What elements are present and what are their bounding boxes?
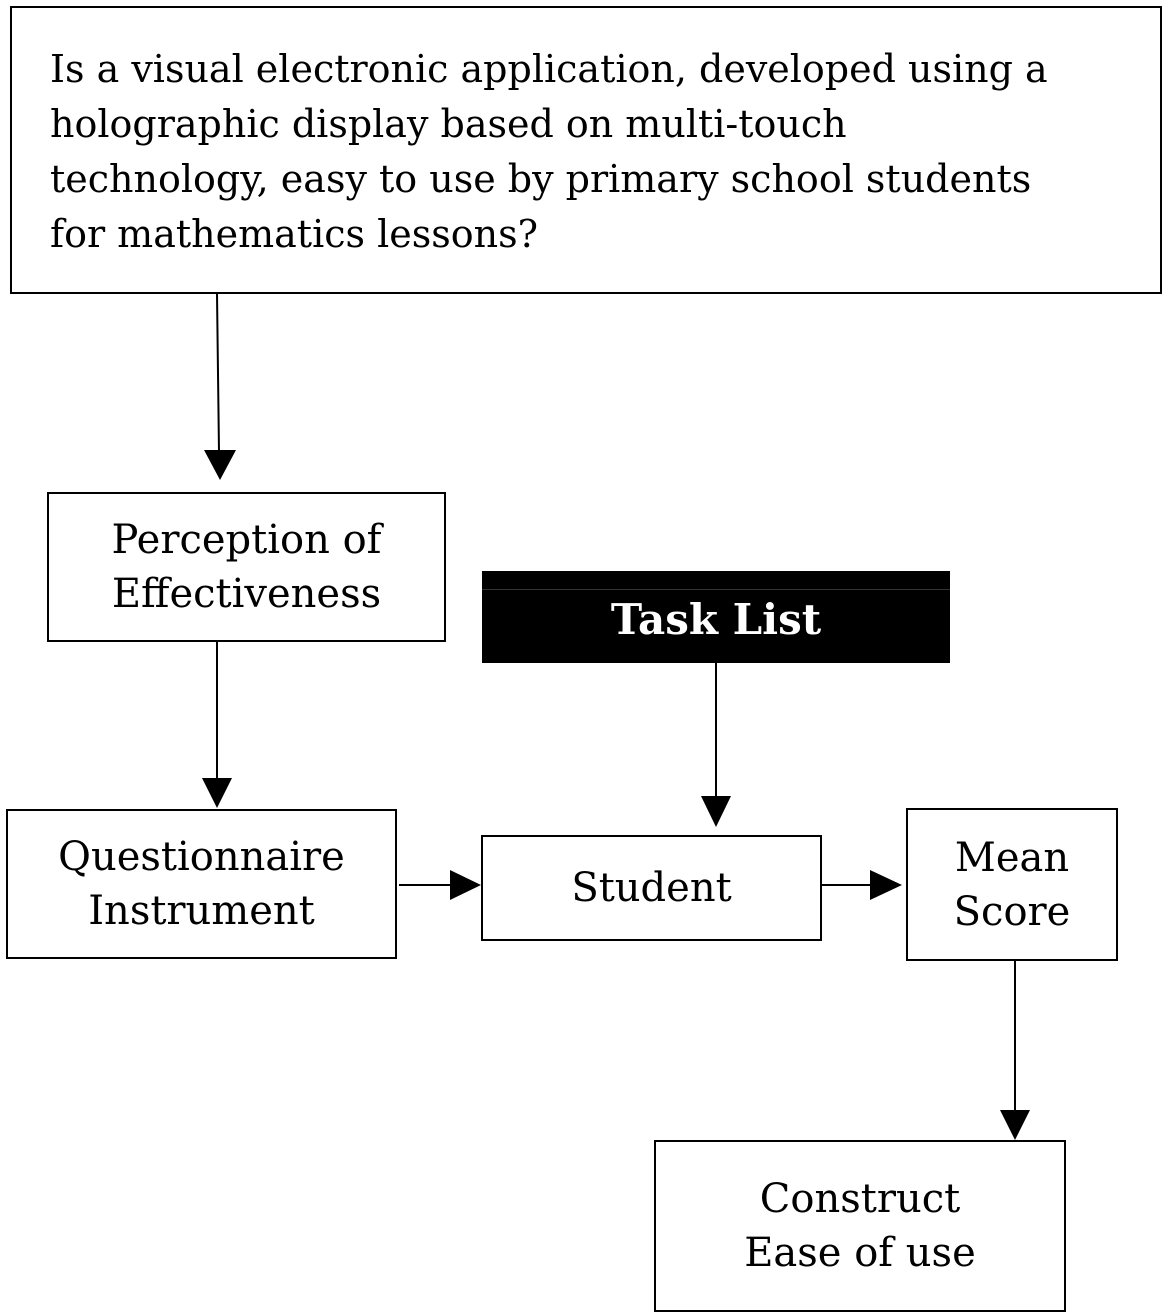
question-line: Is a visual electronic application, deve… <box>50 47 1048 91</box>
arrowhead-mean-to-construct <box>1000 1110 1030 1140</box>
mean-score-label-line: Mean <box>954 834 1070 881</box>
perception-label-line: Effectiveness <box>111 571 382 617</box>
arrowhead-question-to-perception <box>204 450 236 480</box>
arrowhead-student-to-mean <box>870 870 902 900</box>
mean-score-label-line: Score <box>953 888 1071 935</box>
perception-label-line: Perception of <box>111 517 382 563</box>
arrow-question-to-perception <box>216 293 220 453</box>
construct-ease-of-use-box: Construct Ease of use <box>654 1140 1066 1312</box>
task-list-rule <box>482 589 950 590</box>
question-line: holographic display based on multi-touch <box>50 102 847 146</box>
task-list-label: Task List <box>610 595 822 644</box>
task-list-box: Task List <box>482 571 950 663</box>
construct-label-line: Construct <box>759 1176 961 1222</box>
research-question-box: Is a visual electronic application, deve… <box>10 6 1162 294</box>
arrowhead-task-to-student <box>701 796 731 827</box>
questionnaire-label-line: Instrument <box>88 888 315 934</box>
question-line: technology, easy to use by primary schoo… <box>50 157 1032 201</box>
student-box: Student <box>481 835 822 941</box>
questionnaire-label-line: Questionnaire <box>58 834 345 880</box>
arrowhead-questionnaire-to-student <box>450 870 481 900</box>
construct-label-line: Ease of use <box>744 1230 976 1276</box>
perception-of-effectiveness-box: Perception of Effectiveness <box>47 492 446 642</box>
question-line: for mathematics lessons? <box>50 212 538 256</box>
mean-score-box: Mean Score <box>906 808 1118 961</box>
questionnaire-instrument-box: Questionnaire Instrument <box>6 809 397 959</box>
arrowhead-perception-to-questionnaire <box>202 778 232 808</box>
student-label: Student <box>571 865 732 911</box>
